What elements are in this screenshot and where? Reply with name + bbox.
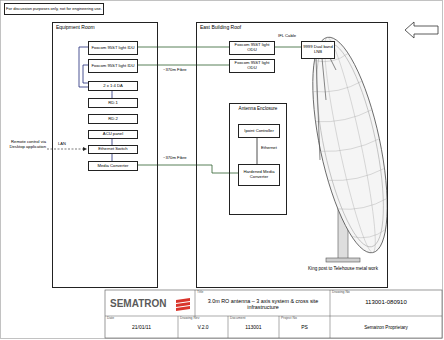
box-text: Foxcom 95ST light ODU: [231, 43, 273, 53]
logo-mark: [176, 298, 190, 311]
logo-stripe: [176, 306, 190, 311]
box-text: Foxcom 95ST light IDU: [91, 46, 134, 51]
logo-stripe: [176, 298, 190, 303]
box-text: Media Converter: [98, 164, 129, 169]
reflector-grid: [316, 110, 373, 126]
box-text: Ethernet Switch: [98, 147, 127, 152]
reflector-grid: [328, 168, 385, 184]
hollow-arrow: [405, 22, 438, 38]
feed-strut: [322, 58, 326, 100]
equipment-box: Foxcom 95ST light ODU: [229, 41, 275, 55]
field-name: Date: [107, 317, 137, 321]
connector: [112, 154, 113, 161]
connector-label: ~370m Fibre: [162, 156, 188, 161]
king-post-base: [326, 258, 360, 262]
equipment-box: Ethernet Switch: [88, 145, 138, 154]
logo-stripe: [176, 302, 190, 307]
equipment-box: Ipoint Controller: [238, 124, 280, 138]
roof-box: Foxcom 95ST light ODU Foxcom 95ST light O…: [196, 22, 388, 288]
lan-arrowhead: [83, 147, 87, 151]
connector-label: IFL Cable: [277, 34, 297, 39]
box-text: RD.1: [108, 101, 118, 106]
feed-strut: [316, 58, 320, 160]
field-value: V.2.0: [180, 325, 226, 331]
lnb-box: 9999 Dual band LNB: [301, 41, 335, 59]
equipment-box: ACU panel: [88, 130, 138, 139]
title-block-rule: [279, 316, 280, 338]
field-name: Title: [197, 291, 227, 295]
note-box: For discussion purposes only, not for en…: [4, 3, 104, 15]
enclosure-box: Ipoint ControllerHardened Media Converte…: [229, 103, 287, 215]
connector-label: ~370m Fibre: [162, 68, 188, 73]
connector: [257, 138, 258, 164]
equipment-box: Media Converter: [88, 161, 138, 171]
connector: [112, 91, 113, 98]
box-text: Ipoint Controller: [244, 129, 274, 134]
field-name: Drawing No: [332, 291, 372, 295]
title-block-rule: [195, 290, 196, 316]
connector: [275, 47, 301, 48]
equipment-box: Foxcom 95ST light IDU: [88, 41, 138, 55]
link-name: LAN: [58, 142, 78, 147]
connector: [138, 165, 238, 173]
equipment-box: Foxcom 95ST light ODU: [229, 59, 275, 73]
title-block-rule: [330, 290, 331, 338]
connector: [79, 47, 88, 87]
reflector-grid: [313, 81, 363, 95]
reflector-grid: [352, 229, 387, 240]
reflector: [298, 31, 402, 259]
satellite-dish: [298, 31, 402, 262]
field-name: Document: [230, 317, 270, 321]
title-block-rule: [178, 316, 179, 338]
feed-strut: [330, 58, 336, 70]
equipment-box: RD.2: [88, 114, 138, 124]
equipment-box: 2 x 1:4 DA: [88, 81, 138, 91]
title-block-frame: [105, 290, 442, 338]
field-name: Drawing Rev: [180, 317, 220, 321]
company-logo: SEMATRON: [110, 298, 174, 310]
box-text: Foxcom 95ST light IDU: [91, 64, 134, 69]
reflector-rim: [303, 38, 397, 252]
reflector-grid: [338, 198, 388, 212]
field-value: Sematron Proprietary: [332, 325, 440, 330]
room-box: Foxcom 95ST light IDU Foxcom 95ST light I…: [52, 22, 158, 288]
connector: [138, 65, 229, 66]
drawing-title: 3.0m RO antenna – 3 axis system & cross …: [198, 298, 328, 310]
reflector-meridian: [316, 35, 383, 255]
box-text: RD.2: [108, 117, 118, 122]
box-text: ACU panel: [103, 132, 123, 137]
title-block-rule: [105, 316, 442, 317]
box-heading: Equipment Room: [53, 23, 157, 33]
part-name: King post to Telehouse metal work: [300, 266, 386, 271]
field-value: 113001-080910: [332, 299, 440, 306]
equipment-box: Foxcom 95ST light IDU: [88, 59, 138, 73]
box-text: For discussion purposes only, not for en…: [6, 7, 102, 12]
title-block-rule: [228, 316, 229, 338]
box-heading: East Building Roof: [197, 23, 387, 33]
note-text: Remote control via Desktop application: [4, 140, 46, 150]
equipment-box: RD.1: [88, 98, 138, 108]
box-text: Hardened Media Converter: [240, 170, 278, 180]
connector: [138, 47, 229, 48]
title-block: [105, 290, 442, 338]
box-text: 9999 Dual band LNB: [303, 45, 333, 55]
reflector-grid: [321, 139, 381, 155]
equipment-box: Hardened Media Converter: [238, 164, 280, 186]
field-name: Project No: [281, 317, 321, 321]
field-value: PS: [281, 325, 328, 331]
box-text: Foxcom 95ST light ODU: [231, 61, 273, 71]
field-value: 21/01/11: [107, 325, 176, 331]
box-text: 2 x 1:4 DA: [103, 84, 123, 89]
box-heading: Antenna Enclosure: [230, 104, 286, 113]
connector-label: Ethernet: [260, 146, 278, 151]
field-value: 113001: [230, 325, 277, 331]
